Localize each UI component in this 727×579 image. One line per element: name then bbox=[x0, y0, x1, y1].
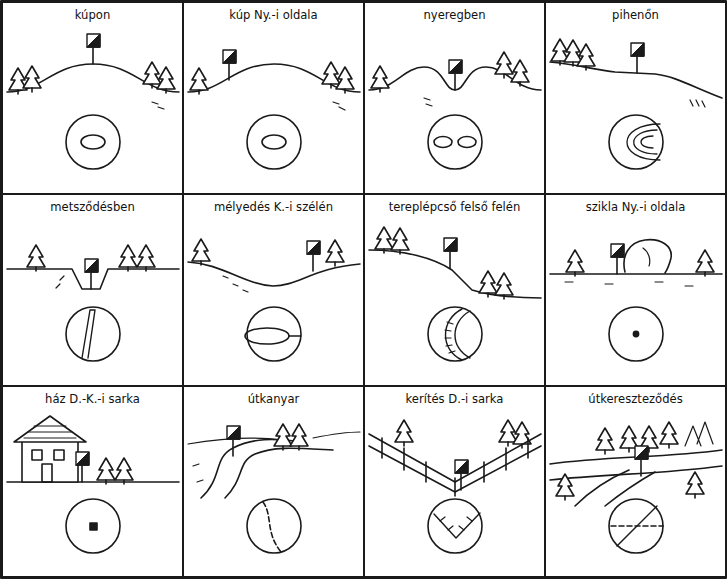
control-description-panel: ház D.-K.-i sarka bbox=[2, 386, 183, 577]
control-description-panel: pihenőn bbox=[545, 2, 726, 194]
panel-label: ház D.-K.-i sarka bbox=[3, 387, 182, 406]
panel-label: metsződésben bbox=[3, 195, 182, 214]
panel-label: kúp Ny.-i oldala bbox=[184, 3, 363, 22]
fence-corner-scene bbox=[369, 420, 541, 553]
control-description-panel: útkanyar bbox=[183, 386, 364, 577]
panel-label: mélyedés K.-i szélén bbox=[184, 195, 363, 214]
panel-label: útkereszteződés bbox=[546, 387, 725, 406]
panel-label: nyeregben bbox=[365, 3, 544, 22]
panel-label: útkanyar bbox=[184, 387, 363, 406]
control-description-panel: nyeregben bbox=[364, 2, 545, 194]
hill-west-side-scene bbox=[188, 50, 360, 169]
control-description-panel: metsződésben bbox=[2, 194, 183, 386]
panel-label: tereplépcső felső felén bbox=[365, 195, 544, 214]
control-description-panel: mélyedés K.-i szélén bbox=[183, 194, 364, 386]
depression-east-edge-scene bbox=[188, 239, 360, 361]
crossroads-scene bbox=[550, 422, 722, 553]
control-description-panel: kúp Ny.-i oldala bbox=[183, 2, 364, 194]
control-description-panel: kerítés D.-i sarka bbox=[364, 386, 545, 577]
panel-label: kúpon bbox=[3, 3, 182, 22]
house-corner-scene bbox=[7, 416, 179, 553]
boulder-west-side-scene bbox=[550, 240, 722, 361]
control-description-panel: szikla Ny.-i oldala bbox=[545, 194, 726, 386]
terrain-step-scene bbox=[369, 227, 541, 361]
terrace-scene bbox=[550, 39, 722, 169]
hilltop-scene bbox=[7, 34, 179, 169]
panel-label: szikla Ny.-i oldala bbox=[546, 195, 725, 214]
control-description-panel: útkereszteződés bbox=[545, 386, 726, 577]
saddle-scene bbox=[369, 52, 541, 169]
cutting-scene bbox=[7, 245, 179, 361]
control-description-panel: tereplépcső felső felén bbox=[364, 194, 545, 386]
control-description-panel: kúpon bbox=[2, 2, 183, 194]
panel-label: kerítés D.-i sarka bbox=[365, 387, 544, 406]
panel-label: pihenőn bbox=[546, 3, 725, 22]
road-bend-scene bbox=[188, 424, 360, 553]
